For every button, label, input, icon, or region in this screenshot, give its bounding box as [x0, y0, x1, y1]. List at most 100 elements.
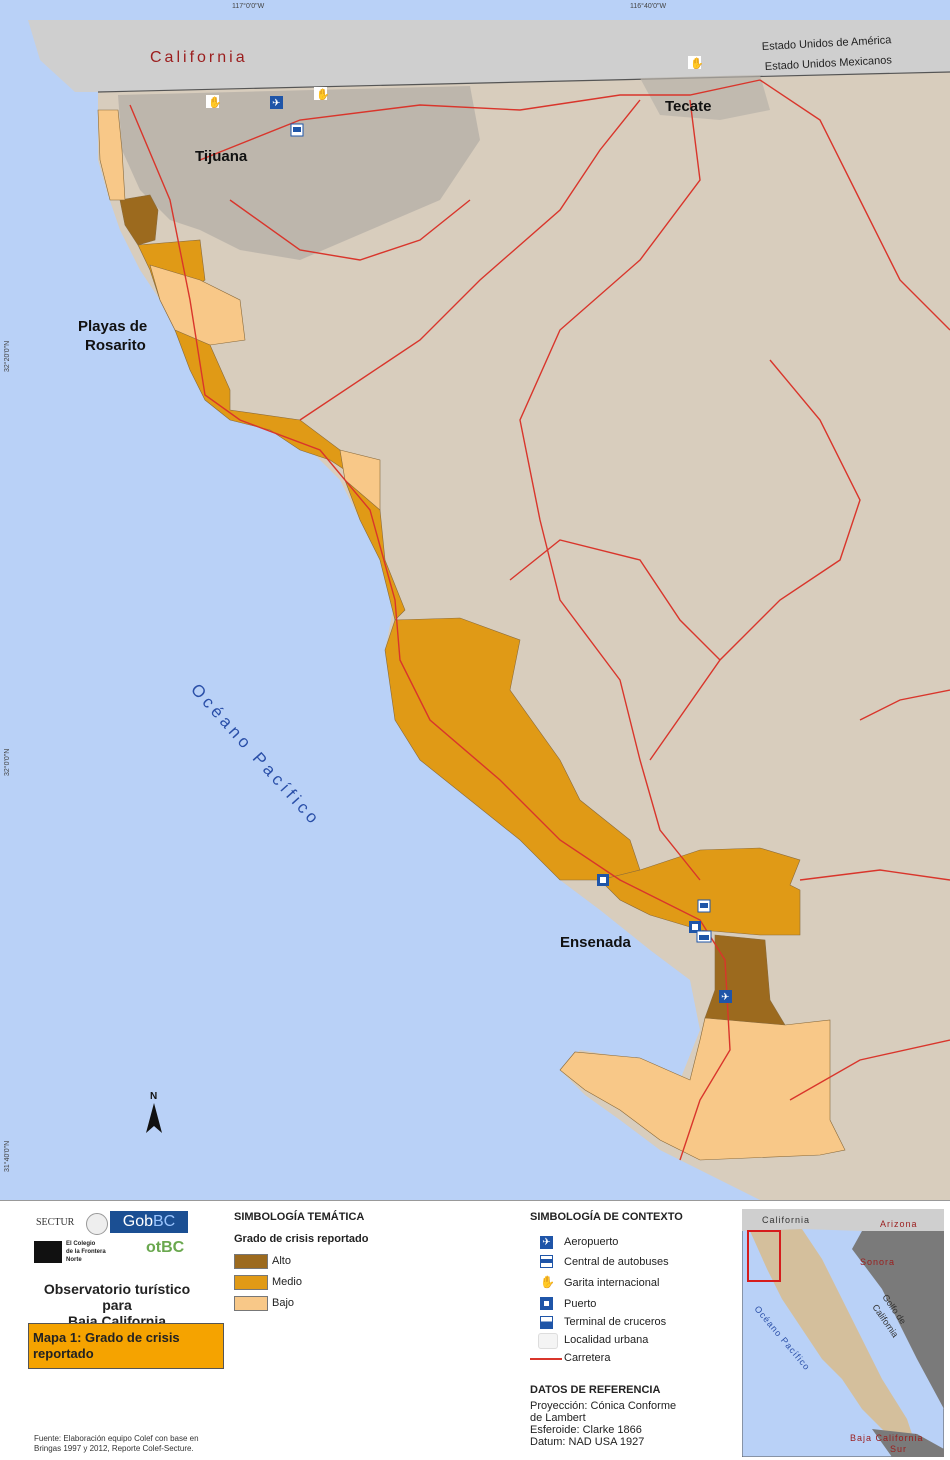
inset-bcs-2: Sur [890, 1444, 907, 1454]
colef-line-1: El Colegio [66, 1241, 96, 1247]
zone-bajo-tijuana [97, 109, 126, 201]
inset-sonora [852, 1231, 944, 1409]
icon-garita-3: ✋ [688, 56, 704, 70]
gobbc-text-b: BC [153, 1213, 176, 1230]
road-local-1 [229, 199, 471, 261]
label-tijuana: Tijuana [195, 148, 248, 165]
road-east-4 [789, 1039, 950, 1101]
inset-locator-box [747, 1230, 781, 1282]
label-bajo: Bajo [272, 1297, 295, 1309]
road-tijuana-tecate [199, 79, 761, 161]
tematica-subheading: Grado de crisis reportado [234, 1233, 369, 1245]
colef-logo-icon [34, 1241, 62, 1263]
icon-bus-tijuana [290, 123, 304, 137]
icon-port-ensenada [689, 921, 701, 933]
inset-california: California [762, 1215, 810, 1225]
road-east-3 [799, 869, 950, 881]
zone-medio-coast-1 [174, 329, 346, 471]
cruise-terminal-icon [540, 1316, 553, 1329]
label-carretera: Carretera [564, 1352, 611, 1364]
icon-bus-ensenada [697, 899, 711, 913]
port-icon [540, 1297, 553, 1310]
label-california: California [150, 49, 248, 66]
road-coastal [129, 104, 731, 1161]
label-alto: Alto [272, 1255, 291, 1267]
svg-text:✋: ✋ [316, 88, 330, 101]
label-aeropuerto: Aeropuerto [564, 1236, 619, 1248]
fuente-line-1: Fuente: Elaboración equipo Colef con bas… [34, 1434, 199, 1443]
inset-arizona: Arizona [880, 1219, 918, 1229]
swatch-bajo [234, 1296, 268, 1311]
zone-bajo-south [559, 1017, 846, 1161]
referencia-lines: Proyección: Cónica Conforme de Lambert E… [530, 1400, 676, 1448]
icon-port [597, 874, 609, 886]
icon-cruise [696, 930, 712, 943]
zone-medio-coast-2 [344, 479, 406, 621]
inset-usa [742, 1209, 944, 1231]
svg-text:✋: ✋ [208, 96, 222, 109]
svg-text:✈: ✈ [721, 992, 729, 1003]
airport-icon: ✈ [540, 1236, 553, 1249]
urban-tijuana [118, 86, 480, 260]
inset-bcs-1: Baja California [850, 1433, 924, 1443]
coord-top-left: 117°0'0"W [232, 2, 265, 10]
label-rosarito-1: Playas de [78, 318, 147, 335]
mapa-title-line-2: reportado [33, 1346, 94, 1361]
coord-left-3: 31°40'0"N [3, 1141, 11, 1172]
label-puerto: Puerto [564, 1298, 597, 1310]
referencia-line-4: Datum: NAD USA 1927 [530, 1436, 645, 1448]
bus-icon [540, 1255, 553, 1268]
gobbc-text-a: Gob [122, 1213, 153, 1230]
swatch-alto [234, 1254, 268, 1269]
coord-top-right: 116°40'0"W [630, 2, 666, 10]
gobbc-logo: GobBC [110, 1211, 188, 1233]
observatorio-title: Observatorio turístico para Baja Califor… [32, 1281, 202, 1329]
road-icon [530, 1358, 562, 1360]
svg-text:✈: ✈ [272, 98, 280, 109]
referencia-line-1: Proyección: Cónica Conforme [530, 1400, 677, 1412]
label-tecate: Tecate [665, 98, 711, 115]
referencia-heading: DATOS DE REFERENCIA [530, 1384, 661, 1396]
mapa-title-line-1: Mapa 1: Grado de crisis [33, 1330, 180, 1345]
usa-area [28, 20, 950, 92]
fuente-text: Fuente: Elaboración equipo Colef con bas… [34, 1434, 199, 1454]
road-local-4 [859, 689, 950, 721]
label-garita: Garita internacional [564, 1277, 660, 1289]
legend-panel: SECTUR GobBC El Colegio de la Frontera N… [0, 1200, 950, 1460]
label-rosarito-2: Rosarito [85, 337, 146, 354]
label-ensenada: Ensenada [560, 934, 632, 951]
border-line [97, 71, 950, 93]
inset-bcs [872, 1429, 944, 1457]
road-east-1 [759, 79, 950, 331]
observatorio-line-1: Observatorio turístico para [43, 1281, 191, 1313]
label-localidad: Localidad urbana [564, 1334, 649, 1346]
label-cruceros: Terminal de cruceros [564, 1316, 667, 1328]
road-tecate-ensenada [519, 99, 701, 881]
icon-garita-2: ✋ [314, 87, 330, 101]
crisis-zones [97, 109, 846, 1161]
icon-airport-ensenada: ✈ [719, 990, 732, 1003]
north-label: N [150, 1091, 157, 1102]
inset-baja [750, 1229, 917, 1449]
roads [129, 79, 950, 1161]
tematica-heading: SIMBOLOGÍA TEMÁTICA [234, 1211, 365, 1223]
colef-logo-text: El Colegio de la Frontera Norte [66, 1240, 106, 1264]
border-crossing-icon: ✋ [540, 1275, 555, 1289]
sectur-logo: SECTUR [36, 1217, 75, 1228]
referencia-line-2: de Lambert [530, 1412, 586, 1424]
referencia-line-3: Esferoide: Clarke 1866 [530, 1424, 642, 1436]
north-arrow-icon [146, 1103, 162, 1133]
inset-map: California Arizona Sonora Golfo de Calif… [742, 1209, 944, 1457]
zone-bajo-rosarito [149, 264, 246, 346]
colef-line-2: de la Frontera [66, 1249, 106, 1255]
coord-left-2: 32°0'0"N [3, 749, 11, 776]
road-local-2 [509, 539, 721, 661]
colef-line-3: Norte [66, 1257, 82, 1263]
zone-alto-rosarito [119, 194, 159, 246]
zone-medio-ensenada [599, 847, 801, 936]
label-central-autobuses: Central de autobuses [564, 1256, 669, 1268]
contexto-heading: SIMBOLOGÍA DE CONTEXTO [530, 1211, 683, 1223]
label-medio: Medio [272, 1276, 302, 1288]
inset-sonora: Sonora [860, 1257, 895, 1267]
